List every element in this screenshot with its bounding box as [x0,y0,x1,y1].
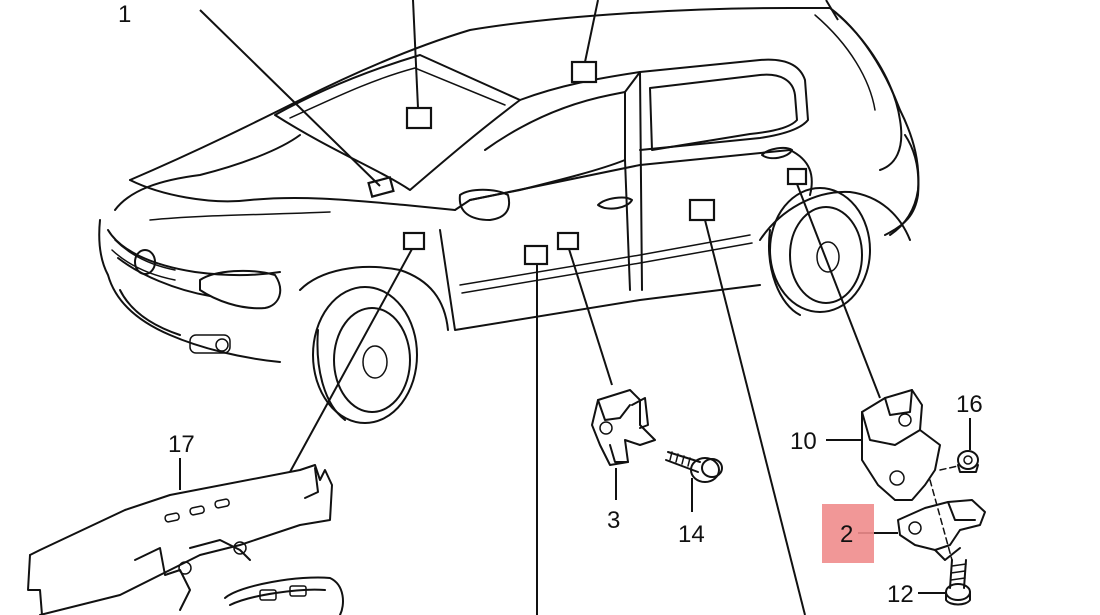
location-marker-dash [367,176,395,198]
label-part-10: 10 [790,428,817,455]
location-marker-c-pillar [786,167,808,186]
label-part-1: 1 [118,1,131,28]
label-part-17: 17 [168,431,195,458]
sensor-part-3 [591,389,656,500]
location-marker-roofrail [570,60,598,84]
bolt-part-12 [918,559,971,606]
location-marker-a-pillar [402,231,426,251]
location-marker-front-door-a [523,244,549,266]
label-part-3: 3 [607,507,620,534]
label-part-14: 14 [678,521,705,548]
label-part-16: 16 [956,391,983,418]
highlight-part-2 [822,504,874,563]
leader-lines [199,0,881,615]
part-labels: 1 2 3 10 12 14 16 17 [118,1,983,608]
bracket-part-10 [826,389,941,501]
bracket-part-17 [27,458,344,615]
sensor-part-2 [858,479,986,561]
nut-part-16 [939,418,979,473]
location-marker-roof [405,106,433,130]
location-marker-rear-door [688,198,716,222]
bolt-part-14 [665,451,723,512]
location-marker-front-door-b [556,231,580,251]
label-part-12: 12 [887,581,914,608]
label-part-2: 2 [840,521,853,548]
car-illustration [98,7,920,424]
sensor-location-markers [367,60,808,266]
